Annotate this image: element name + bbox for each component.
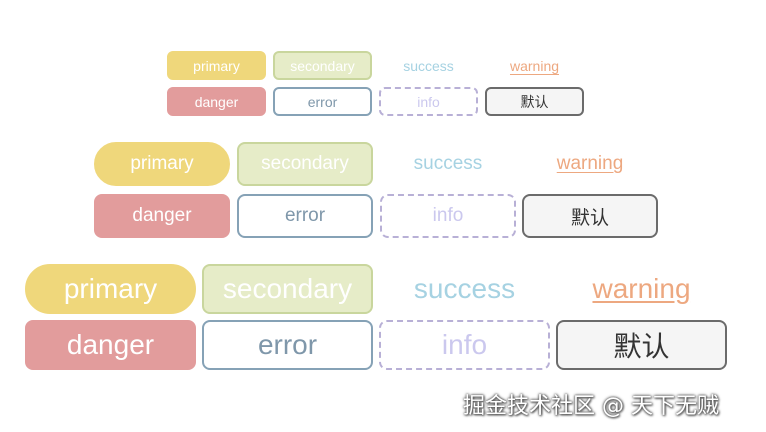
watermark-text: 掘金技术社区 @ 天下无贼 [463,394,719,419]
small-primary-button[interactable]: primary [167,51,266,80]
medium-error-button[interactable]: error [237,194,373,238]
large-error-button[interactable]: error [202,320,373,370]
small-success-button[interactable]: success [403,57,454,74]
large-success-button[interactable]: success [413,273,516,304]
medium-default-button[interactable]: 默认 [522,194,658,238]
small-error-button[interactable]: error [273,87,372,116]
large-default-button[interactable]: 默认 [556,320,727,370]
medium-primary-button[interactable]: primary [94,142,230,186]
small-secondary-button[interactable]: secondary [273,51,372,80]
large-secondary-button[interactable]: secondary [202,264,373,314]
medium-success-button[interactable]: success [413,153,483,174]
small-danger-button[interactable]: danger [167,87,266,116]
medium-danger-button[interactable]: danger [94,194,230,238]
small-warning-button[interactable]: warning [509,57,560,74]
large-info-button[interactable]: info [379,320,550,370]
medium-warning-button[interactable]: warning [556,153,624,174]
medium-secondary-button[interactable]: secondary [237,142,373,186]
small-info-button[interactable]: info [379,87,478,116]
large-primary-button[interactable]: primary [25,264,196,314]
small-default-button[interactable]: 默认 [485,87,584,116]
large-warning-button[interactable]: warning [592,273,691,304]
large-danger-button[interactable]: danger [25,320,196,370]
medium-info-button[interactable]: info [380,194,516,238]
